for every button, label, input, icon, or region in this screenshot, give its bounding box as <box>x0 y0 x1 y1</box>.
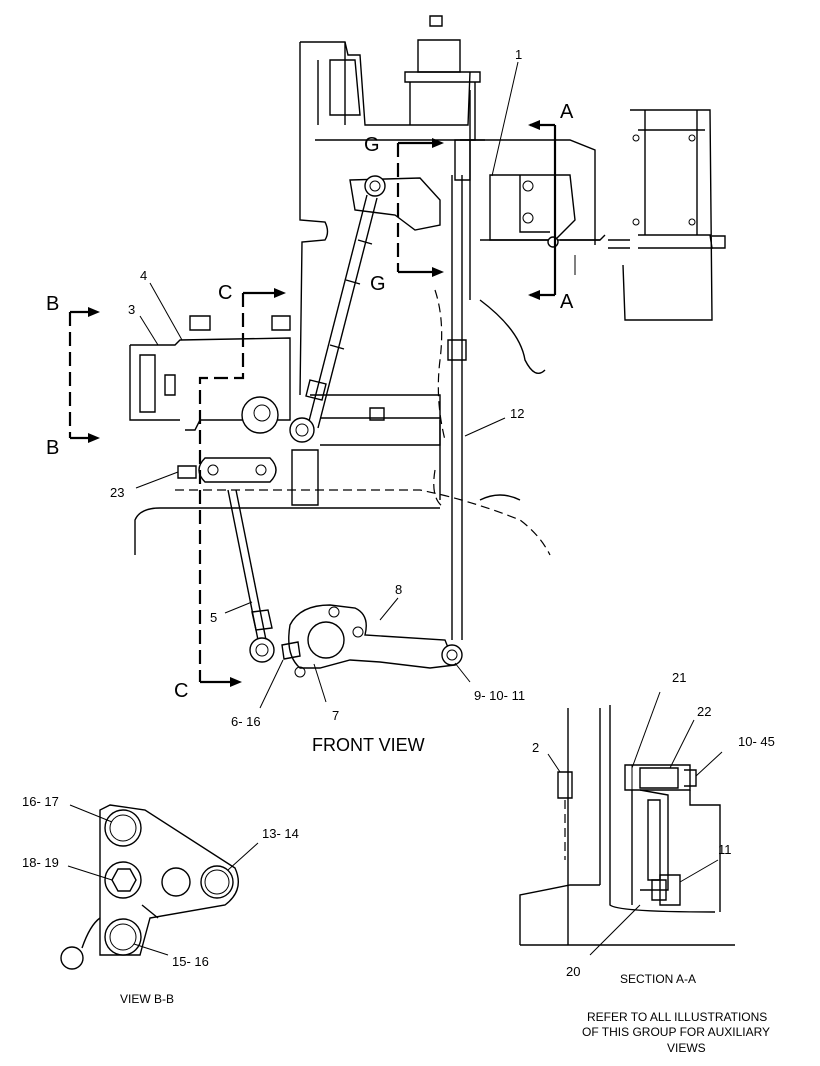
callout-21: 21 <box>672 670 686 685</box>
callout-3: 3 <box>128 302 135 317</box>
callout-16-17: 16- 17 <box>22 794 59 809</box>
section-a-top: A <box>560 101 574 123</box>
callout-23: 23 <box>110 485 124 500</box>
callout-11: 11 <box>718 842 732 857</box>
note-line-1: REFER TO ALL ILLUSTRATIONS <box>587 1010 767 1024</box>
view-bb-leaders <box>67 804 259 956</box>
front-view-title: FRONT VIEW <box>312 735 425 755</box>
note-line-3: VIEWS <box>667 1041 706 1055</box>
callout-9-10-11: 9- 10- 11 <box>474 688 525 703</box>
section-g-top: G <box>364 134 380 156</box>
section-aa-leaders <box>547 691 723 956</box>
front-view <box>129 15 726 678</box>
callout-22: 22 <box>697 704 711 719</box>
callout-labels: 1 3 4 12 23 5 8 6- 16 7 9- 10- 11 2 21 2… <box>22 47 775 979</box>
section-aa-title: SECTION A-A <box>620 972 696 986</box>
callout-6-16: 6- 16 <box>231 714 261 729</box>
note-line-2: OF THIS GROUP FOR AUXILIARY <box>582 1025 770 1039</box>
view-bb-figure <box>60 804 239 970</box>
section-g-bottom: G <box>370 273 386 295</box>
callout-18-19: 18- 19 <box>22 855 59 870</box>
callout-15-16: 15- 16 <box>172 954 209 969</box>
callout-12: 12 <box>510 406 524 421</box>
section-letters: A A B B C C G G <box>46 101 574 702</box>
section-b-top: B <box>46 293 59 315</box>
callout-20: 20 <box>566 964 580 979</box>
view-bb-title: VIEW B-B <box>120 992 174 1006</box>
callout-7: 7 <box>332 708 339 723</box>
section-c-top: C <box>218 282 232 304</box>
view-titles: FRONT VIEW VIEW B-B SECTION A-A REFER TO… <box>120 735 770 1055</box>
callout-8: 8 <box>395 582 402 597</box>
callout-13-14: 13- 14 <box>262 826 299 841</box>
callout-2: 2 <box>532 740 539 755</box>
callout-5: 5 <box>210 610 217 625</box>
leader-lines <box>135 61 519 709</box>
section-aa-figure <box>519 705 735 946</box>
section-a-bottom: A <box>560 291 574 313</box>
section-b-bottom: B <box>46 437 59 459</box>
section-c-bottom: C <box>174 680 188 702</box>
callout-1: 1 <box>515 47 522 62</box>
callout-4: 4 <box>140 268 147 283</box>
callout-10-45: 10- 45 <box>738 734 775 749</box>
section-markers <box>68 120 557 687</box>
